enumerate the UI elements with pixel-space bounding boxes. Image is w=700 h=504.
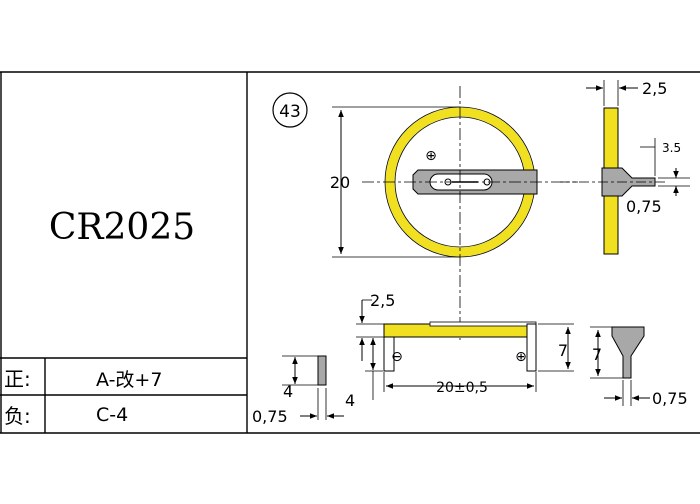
- side-view: 2,5 3.5 0,75: [560, 79, 690, 255]
- dim-side-tab: 3.5: [662, 141, 681, 155]
- plus-icon-front: ⊕: [515, 349, 527, 365]
- dim-left-pin-thickness: 0,75: [252, 407, 288, 426]
- front-view: ⊖ ⊕ 2,5 4 20±0,5 7: [345, 291, 574, 410]
- dim-front-height: 2,5: [370, 291, 395, 310]
- item-number: 43: [279, 102, 301, 122]
- minus-icon: ⊖: [391, 349, 403, 365]
- dim-side-tab-thickness: 0,75: [626, 197, 662, 216]
- negative-value: C-4: [96, 404, 128, 426]
- dim-front-pin: 7: [558, 341, 568, 360]
- frame: [0, 71, 700, 434]
- dim-right-pin: 7: [592, 345, 602, 364]
- negative-label: 负:: [4, 404, 31, 428]
- plus-icon: ⊕: [425, 148, 437, 164]
- left-pin-detail: 4 0,75: [252, 355, 344, 426]
- item-callout-circle: [272, 92, 308, 128]
- top-view: ⊕ 20: [330, 86, 578, 340]
- part-number: CR2025: [49, 207, 195, 248]
- positive-label: 正:: [4, 367, 31, 391]
- dim-diameter: 20: [330, 173, 350, 192]
- dim-side-thickness: 2,5: [642, 79, 667, 98]
- dim-front-width: 20±0,5: [436, 380, 488, 396]
- positive-value: A-改+7: [96, 369, 162, 391]
- dim-left-pin: 4: [283, 382, 293, 401]
- dim-right-pin-thickness: 0,75: [652, 389, 688, 408]
- right-pin-detail: 7 0,75: [590, 326, 688, 408]
- dim-left-pin-length: 4: [345, 391, 355, 410]
